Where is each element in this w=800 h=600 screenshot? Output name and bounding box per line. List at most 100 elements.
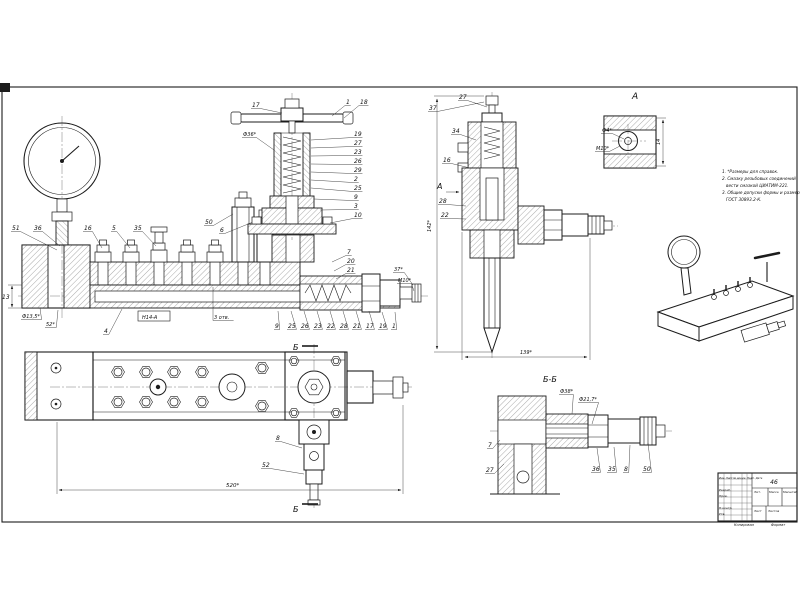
drawing-label: 17 (366, 323, 374, 330)
drawing-label: Н14-А (142, 315, 158, 321)
iso-handwheel (753, 251, 781, 260)
leader-line (458, 100, 488, 108)
leader-line (310, 187, 363, 192)
leader-line (310, 155, 363, 157)
leader-line (333, 264, 356, 272)
drawing-label: 29 (354, 167, 362, 174)
leader-line (559, 394, 574, 415)
leader-line (623, 444, 631, 473)
isometric-view (656, 235, 795, 343)
drawing-label: Б (293, 343, 299, 352)
valve-spring (282, 136, 302, 194)
leader-line (11, 231, 58, 251)
drawing-label: 52 (262, 462, 270, 469)
drawing-label: 9 (275, 323, 279, 330)
leader-line (275, 441, 303, 449)
detail-a-view: А Ф4* М10* 14 (595, 92, 666, 169)
leader-line (111, 231, 131, 249)
leader-line (440, 218, 467, 220)
leader-line (326, 310, 336, 330)
tolerance-frame (137, 310, 171, 322)
drawing-label: 10 (354, 212, 362, 219)
drawing-label: Масса (769, 490, 779, 494)
drawing-label: 50 (205, 219, 213, 226)
drawing-label: 51 (12, 225, 20, 232)
drawing-label: М10* (596, 146, 610, 152)
drawing-label: 3 отв. (214, 315, 229, 321)
leader-line (451, 134, 477, 141)
drawing-label: Утв. (719, 512, 725, 516)
drawing-label: 21 (347, 267, 355, 274)
leader-line (642, 442, 652, 473)
drawing-label: 6 (220, 227, 224, 234)
drawing-label: Изм. Лист № докум. Подп. Дата (719, 476, 763, 480)
leader-line (274, 310, 280, 330)
leader-line (310, 146, 363, 149)
drawing-label: 36 (34, 225, 42, 232)
drawing-label: 26 (301, 323, 309, 330)
leader-line (397, 283, 415, 292)
leader-line (331, 105, 351, 117)
drawing-label: 16 (84, 225, 92, 232)
drawing-label: Разраб. (719, 488, 731, 492)
drawing-label: Ф13,5* (22, 314, 40, 320)
leader-line (487, 439, 501, 449)
leader-line (335, 273, 356, 280)
drawing-label: А (631, 92, 638, 102)
drawing-label: 46 (770, 479, 778, 486)
technical-notes: 1. *Размеры для справок.2. Смазку резьбо… (722, 169, 800, 202)
leader-line (578, 402, 599, 425)
drawing-label: 7 (347, 249, 351, 256)
drawing-label: 14 (656, 139, 662, 145)
drawing-label: 50 (643, 466, 651, 473)
drawing-label: Копировал (734, 523, 755, 527)
drawing-label: 8 (276, 435, 280, 442)
drawing-label: 8 (624, 466, 628, 473)
leader-line (591, 447, 601, 473)
leader-line (313, 198, 359, 201)
drawing-label: Лит. (753, 490, 761, 494)
leader-line (310, 163, 363, 165)
leader-line (21, 307, 42, 320)
leader-line (287, 310, 297, 330)
drawing-label: 27 (354, 140, 362, 147)
drawing-label: Листов (767, 509, 779, 513)
leader-line (133, 231, 157, 247)
leader-line (331, 255, 352, 263)
drawing-label: 35 (608, 466, 616, 473)
drawing-label: 25 (354, 185, 362, 192)
drawing-label: 22 (441, 212, 449, 219)
drawing-label: 28 (439, 198, 447, 205)
drawing-label: 1. *Размеры для справок. (722, 169, 778, 174)
drawing-label: 20 (347, 258, 355, 265)
leader-line (595, 145, 621, 152)
drawing-label: 22 (327, 323, 335, 330)
drawing-label: 27 (459, 94, 467, 101)
sheet-frame (0, 83, 798, 523)
drawing-label: 9 (354, 194, 358, 201)
drawing-label: Ф4* (602, 128, 612, 134)
leader-line (319, 209, 359, 211)
drawing-label: 4 (104, 328, 108, 335)
leader-line (438, 204, 467, 207)
leader-line (393, 272, 414, 286)
drawing-label: Формат (771, 523, 786, 527)
leader-line (391, 311, 397, 330)
drawing-label: 142* (427, 219, 433, 232)
drawing-label: 52* (46, 322, 55, 328)
leader-line (428, 101, 485, 112)
leader-line (365, 310, 375, 330)
iso-gauge (667, 235, 701, 269)
leader-line (261, 468, 305, 475)
drawing-label: ГОСТ 30893.2-К. (726, 197, 762, 202)
drawing-label: Б-Б (543, 375, 557, 384)
drawing-label: 21 (353, 323, 361, 330)
drawing-label: 3 (354, 203, 358, 210)
drawing-label: 37 (429, 105, 437, 112)
leader-line (329, 218, 363, 224)
drawing-label: 35 (134, 225, 142, 232)
drawing-label: Н.контр. (719, 506, 732, 510)
